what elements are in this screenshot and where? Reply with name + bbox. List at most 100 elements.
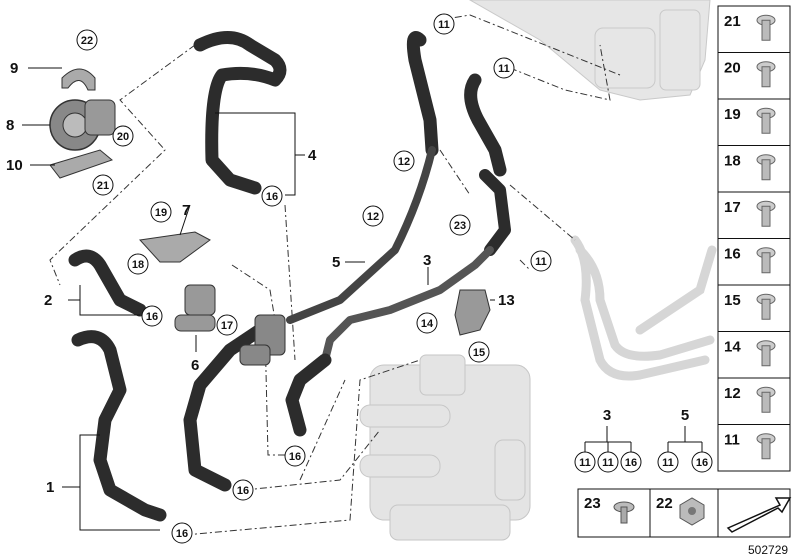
parts-panel-cell-label: 19	[724, 106, 741, 123]
svg-text:21: 21	[97, 180, 109, 192]
parts-panel-cell: 21	[717, 5, 791, 53]
parts-panel-cell: 15	[717, 284, 791, 332]
label-3: 3	[423, 252, 431, 269]
svg-text:23: 23	[454, 220, 466, 232]
svg-text:19: 19	[155, 207, 167, 219]
svg-text:16: 16	[289, 451, 301, 463]
valve-center	[239, 314, 286, 366]
ghost-engine-top	[468, 0, 711, 101]
parts-panel-cell: 14	[717, 331, 791, 379]
parts-panel-cell-label: 17	[724, 199, 741, 216]
kit-3-item-3: 16	[620, 451, 642, 473]
parts-panel-cell-label: 12	[724, 385, 741, 402]
valve-part-6	[174, 284, 216, 332]
parts-panel-cell: 11	[717, 424, 791, 472]
svg-text:15: 15	[473, 347, 485, 359]
callout-11a: 11	[433, 13, 455, 35]
hose-3	[321, 246, 494, 364]
callout-12a: 12	[393, 150, 415, 172]
callout-20: 20	[112, 125, 134, 147]
bracket-part-10	[49, 149, 114, 179]
callout-16d: 16	[232, 479, 254, 501]
svg-text:17: 17	[221, 320, 233, 332]
clip-part-13	[454, 289, 491, 336]
callout-18: 18	[127, 253, 149, 275]
part-thumbnail-icon	[756, 433, 776, 460]
bottom-cell-23-label: 23	[584, 495, 601, 512]
label-13: 13	[498, 292, 515, 309]
label-4: 4	[308, 147, 317, 164]
parts-panel-cell: 20	[717, 52, 791, 100]
parts-panel-cell: 17	[717, 191, 791, 239]
svg-text:11: 11	[535, 256, 547, 268]
bracket-part-7	[138, 231, 211, 263]
part-thumbnail-icon	[756, 107, 776, 134]
callout-14: 14	[416, 312, 438, 334]
callout-23: 23	[449, 214, 471, 236]
svg-text:12: 12	[367, 211, 379, 223]
part-thumbnail-icon	[756, 154, 776, 181]
kit-3-item-2: 11	[597, 451, 619, 473]
parts-panel-cell: 12	[717, 377, 791, 425]
label-10: 10	[6, 157, 23, 174]
part-thumbnail-icon	[756, 14, 776, 41]
kit-3: 3 11 11 16	[574, 407, 642, 473]
pump-part-8	[49, 99, 116, 151]
callout-11c: 11	[530, 250, 552, 272]
screw-23-icon	[613, 501, 635, 524]
parts-panel-cell-label: 15	[724, 292, 741, 309]
callout-15: 15	[468, 341, 490, 363]
svg-text:16: 16	[146, 311, 158, 323]
parts-panel-cell: 16	[717, 238, 791, 286]
kit-3-label: 3	[603, 407, 611, 424]
callout-19: 19	[150, 201, 172, 223]
parts-panel-cell-label: 16	[724, 246, 741, 263]
svg-text:16: 16	[237, 485, 249, 497]
parts-panel-cell-label: 18	[724, 153, 741, 170]
svg-text:11: 11	[438, 19, 450, 31]
callout-12b: 12	[362, 205, 384, 227]
svg-text:18: 18	[132, 259, 144, 271]
label-1: 1	[46, 479, 54, 496]
svg-text:14: 14	[421, 318, 434, 330]
hose-4	[193, 31, 287, 195]
part-thumbnail-icon	[756, 293, 776, 320]
label-9: 9	[10, 60, 18, 77]
kit-5: 5 11 16	[657, 407, 713, 473]
callout-16a: 16	[261, 185, 283, 207]
callout-17: 17	[216, 314, 238, 336]
bracket-part-9	[61, 68, 96, 91]
parts-panel-cell: 18	[717, 145, 791, 193]
svg-text:11: 11	[602, 457, 614, 469]
kit-5-item-1: 11	[657, 451, 679, 473]
parts-panel-cell-label: 20	[724, 60, 741, 77]
callout-16b: 16	[141, 305, 163, 327]
callouts: 22 20 21 16 19 18 16 17 11 11 12 12 23 1…	[76, 13, 552, 544]
svg-text:11: 11	[662, 457, 674, 469]
svg-text:11: 11	[579, 457, 591, 469]
kit-5-label: 5	[681, 407, 689, 424]
hose-lower-right	[285, 353, 332, 437]
kit-3-item-1: 11	[574, 451, 596, 473]
label-7: 7	[182, 202, 190, 219]
parts-panel-cell: 19	[717, 98, 791, 146]
callout-11b: 11	[493, 57, 515, 79]
part-thumbnail-icon	[756, 340, 776, 367]
parts-panel-cell-label: 14	[724, 339, 741, 356]
part-thumbnail-icon	[756, 386, 776, 413]
label-6: 6	[191, 357, 199, 374]
direction-arrow-icon	[726, 497, 792, 533]
svg-text:16: 16	[696, 457, 708, 469]
callout-21: 21	[92, 174, 114, 196]
reference-number: 502729	[748, 543, 788, 557]
kit-5-item-2: 16	[691, 451, 713, 473]
svg-text:16: 16	[176, 528, 188, 540]
leader-lines	[49, 14, 621, 536]
hose-right-vertical	[479, 169, 511, 256]
hose-2	[68, 249, 147, 317]
part-thumbnail-icon	[756, 200, 776, 227]
ghost-right-pipes	[570, 235, 717, 381]
label-8: 8	[6, 117, 14, 134]
